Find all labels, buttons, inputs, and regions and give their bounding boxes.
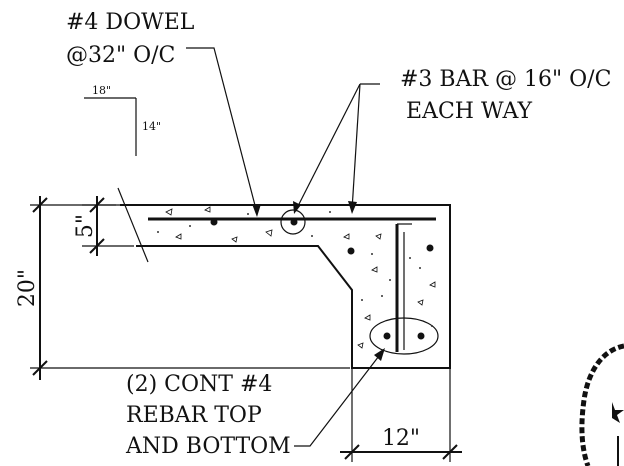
bottom-bars-callout-ellipse [369, 317, 439, 355]
rebar-dot [210, 218, 218, 226]
dim-footing-width: 12" [340, 368, 462, 462]
rebar-dot [426, 244, 434, 252]
bar-label-line1: #3 BAR @ 16" O/C [400, 67, 611, 92]
cont-label-line3: AND BOTTOM [125, 434, 291, 459]
slope-run-label: 18" [92, 84, 111, 97]
dim-slab-label: 5" [73, 214, 98, 238]
bar-label-line2: EACH WAY [406, 99, 532, 124]
slope-rise-label: 14" [142, 120, 161, 133]
bar-callout: #3 BAR @ 16" O/C EACH WAY [293, 67, 611, 214]
cont-label-line2: REBAR TOP [126, 403, 262, 428]
rebar-dot [290, 218, 298, 226]
dim-total-depth: 20" [15, 196, 350, 380]
dowel-callout-circle [280, 209, 306, 235]
cont-rebar-callout: (2) CONT #4 REBAR TOP AND BOTTOM [125, 348, 385, 459]
dowel-label-line2: @32" O/C [66, 43, 175, 68]
slope-indicator: 18" 14" [84, 84, 161, 156]
dowel-label-line1: #4 DOWEL [66, 10, 195, 35]
dim-width-label: 12" [382, 426, 420, 451]
reinforcement [148, 209, 439, 355]
cont-label-line1: (2) CONT #4 [126, 372, 272, 397]
rebar-dot [347, 247, 355, 255]
dowel-callout: #4 DOWEL @32" O/C [66, 10, 261, 217]
rebar-dot [383, 332, 391, 340]
concrete-hatch [157, 206, 436, 349]
rebar-dot [417, 332, 425, 340]
dim-depth-label: 20" [15, 269, 40, 307]
seal-mark [579, 343, 624, 466]
